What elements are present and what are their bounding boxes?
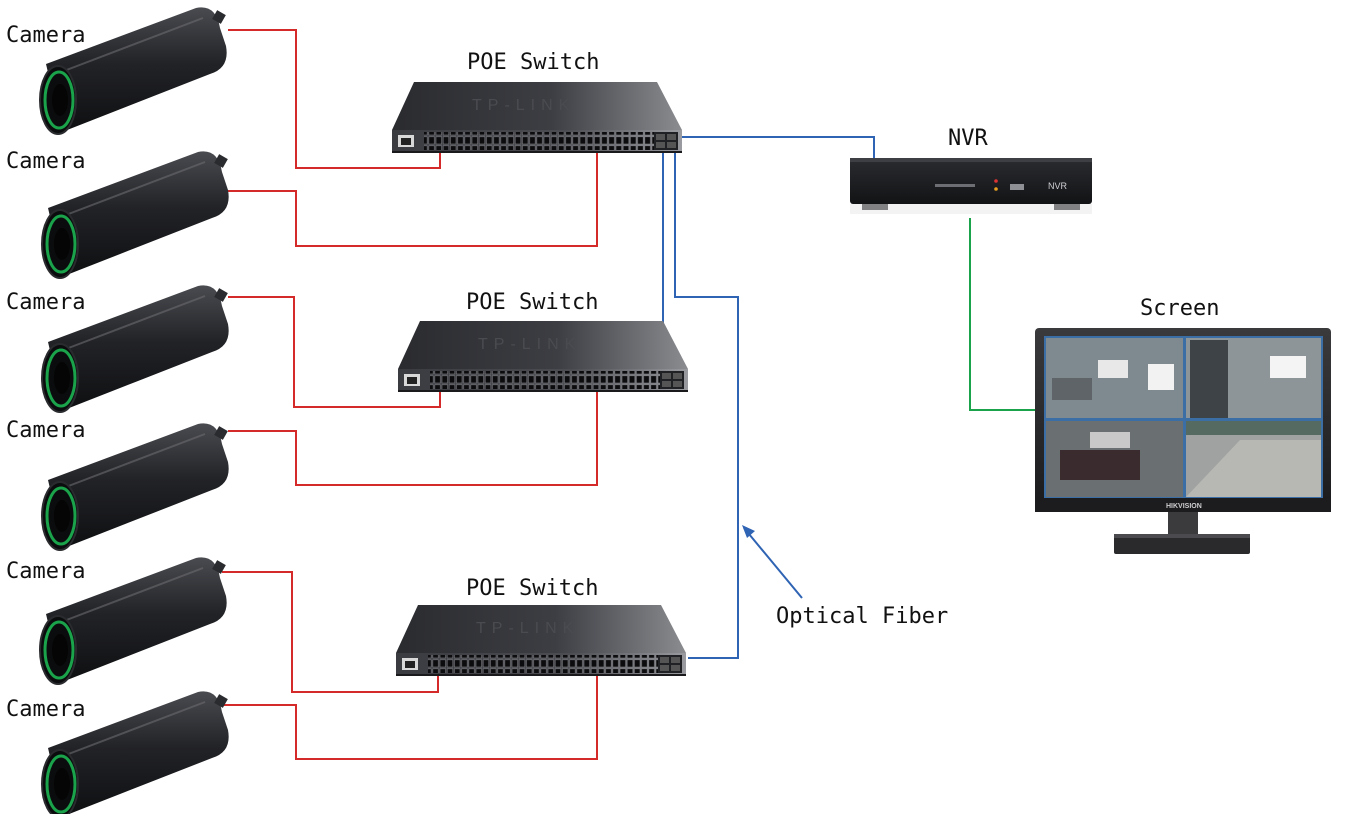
nvr-label: NVR xyxy=(948,126,988,151)
poe-switch-2 xyxy=(398,321,688,392)
poe-switch-3-chassis xyxy=(396,605,686,676)
camera-4-label: Camera xyxy=(6,418,85,443)
nvr-faceplate-text: NVR xyxy=(1048,181,1068,191)
camera-1-label: Camera xyxy=(6,23,85,48)
poe-switch-2-chassis xyxy=(398,321,688,392)
camera-5-label: Camera xyxy=(6,559,85,584)
poe-switch-1-chassis xyxy=(392,82,682,153)
poe-switch-1 xyxy=(392,82,682,153)
link-switch-1-nvr xyxy=(678,136,875,160)
poe-switch-1-label: POE Switch xyxy=(467,50,599,75)
fiber-arrowhead-icon xyxy=(742,525,755,538)
fiber-annotation-label: Optical Fiber xyxy=(776,604,948,629)
fiber-annotation-arrow xyxy=(743,527,803,599)
link-camera-1-switch-1 xyxy=(228,29,441,169)
link-camera-4-switch-2 xyxy=(228,380,598,486)
poe-switch-3-label: POE Switch xyxy=(466,576,598,601)
link-camera-3-switch-2 xyxy=(228,296,441,408)
poe-switch-3 xyxy=(396,605,686,676)
fiber-annotation xyxy=(742,525,803,599)
fiber-links xyxy=(662,136,875,659)
link-camera-6-switch-3 xyxy=(222,665,598,760)
poe-switch-2-label: POE Switch xyxy=(466,290,598,315)
link-camera-5-switch-3 xyxy=(222,571,439,693)
screen-label: Screen xyxy=(1140,296,1219,321)
link-camera-2-switch-1 xyxy=(228,140,598,247)
camera-2-label: Camera xyxy=(6,149,85,174)
copper-links xyxy=(222,29,598,760)
monitor: HIKVISION xyxy=(1035,328,1331,554)
camera-6-label: Camera xyxy=(6,697,85,722)
camera-3-label: Camera xyxy=(6,290,85,315)
link-switch-1-switch-3 xyxy=(674,142,739,659)
link-nvr-screen xyxy=(969,218,1035,411)
nvr-device: NVR xyxy=(850,158,1092,214)
hdmi-link xyxy=(969,218,1035,411)
monitor-brand: HIKVISION xyxy=(1166,503,1202,510)
